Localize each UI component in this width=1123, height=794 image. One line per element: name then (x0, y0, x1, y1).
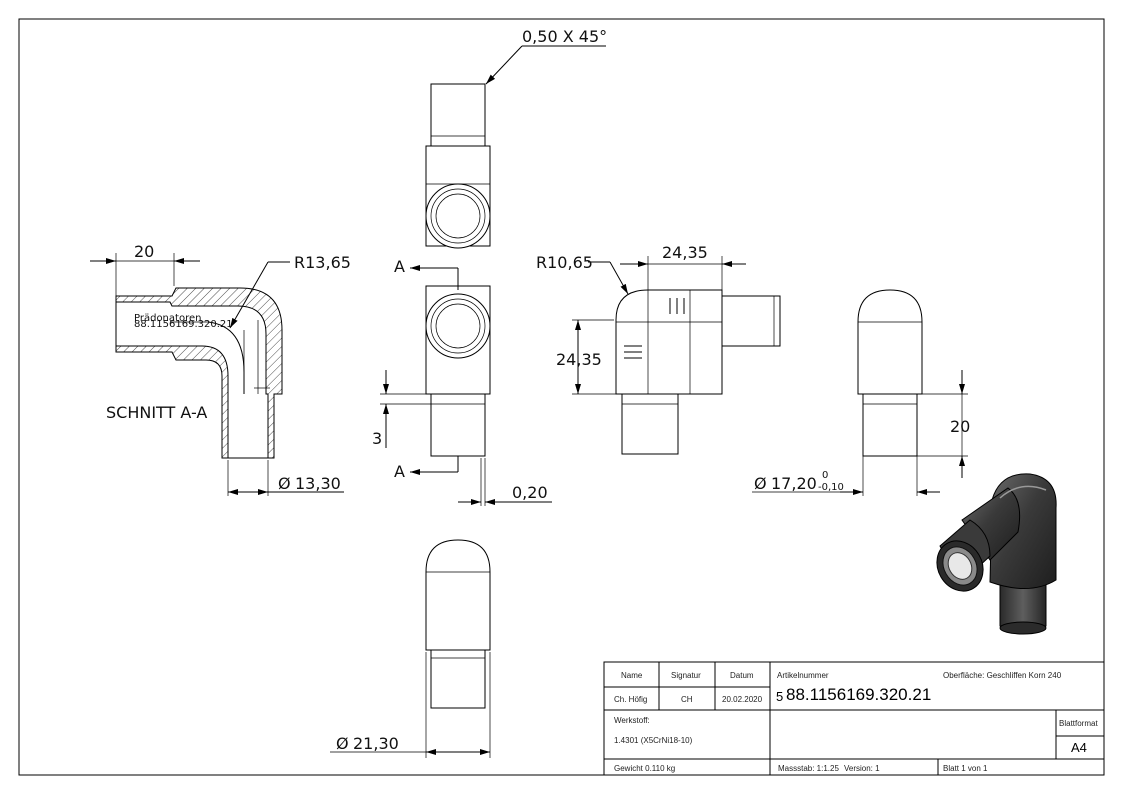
dim-dia-21: 21,30 (353, 734, 399, 753)
drawing-border (18, 18, 1105, 776)
tb-blatt: Blatt 1 von 1 (943, 764, 988, 773)
dim-3: 3 (372, 429, 382, 448)
tb-blattformat-label: Blattformat (1059, 719, 1098, 728)
tb-signatur: CH (681, 695, 693, 704)
dia-symbol-13: Ø (278, 474, 291, 493)
dim-dia-13: 13,30 (295, 474, 341, 493)
dia-symbol-17: Ø (754, 474, 767, 493)
svg-text:88.1156169.320.21: 88.1156169.320.21 (134, 319, 233, 330)
tb-name: Ch. Höfig (614, 695, 647, 704)
tb-werkstoff-label: Werkstoff: (614, 716, 650, 725)
dim-dia-17: 17,20 (771, 474, 817, 493)
section-view: Prädonatoren 88.1156169.320.21 (90, 253, 344, 496)
dim-20-right: 20 (950, 417, 970, 436)
bottom-view (330, 539, 491, 758)
tb-artikel-label: Artikelnummer (777, 671, 829, 680)
tb-artikel-prefix: 5 (776, 689, 783, 704)
tb-version: Version: 1 (844, 764, 880, 773)
dim-20-left: 20 (134, 242, 154, 261)
side-view (572, 256, 781, 455)
dim-chamfer: 0,50 X 45° (522, 27, 607, 46)
svg-text:Prädonatoren: Prädonatoren (134, 313, 201, 324)
dim-2435-h: 24,35 (662, 243, 708, 262)
top-view (425, 45, 606, 249)
front-view (380, 265, 552, 506)
dia-symbol-21: Ø (336, 734, 349, 753)
title-block (603, 661, 1105, 776)
section-mark-a-bottom: A (394, 462, 405, 481)
tb-col-signatur: Signatur (671, 671, 701, 680)
section-mark-a-top: A (394, 257, 405, 276)
section-label: SCHNITT A-A (106, 403, 207, 422)
tb-blattformat: A4 (1071, 740, 1087, 755)
tol-lower: -0,10 (818, 482, 844, 493)
tb-artikel-nr: 88.1156169.320.21 (786, 685, 931, 704)
isometric-render (936, 473, 1057, 635)
tb-gewicht: Gewicht 0.110 kg (614, 764, 675, 773)
tb-werkstoff: 1.4301 (X5CrNi18-10) (614, 736, 693, 745)
tb-col-datum: Datum (730, 671, 754, 680)
tol-upper: 0 (822, 470, 828, 481)
dim-2435-v: 24,35 (556, 350, 602, 369)
tb-oberflaeche: Oberfläche: Geschliffen Korn 240 (943, 671, 1062, 680)
tb-datum: 20.02.2020 (722, 695, 763, 704)
dim-r13: R13,65 (294, 253, 351, 272)
dim-r10: R10,65 (536, 253, 593, 272)
tb-col-name: Name (621, 671, 643, 680)
end-view (752, 289, 968, 496)
tb-massstab: Massstab: 1:1.25 (778, 764, 839, 773)
dim-020: 0,20 (512, 483, 548, 502)
